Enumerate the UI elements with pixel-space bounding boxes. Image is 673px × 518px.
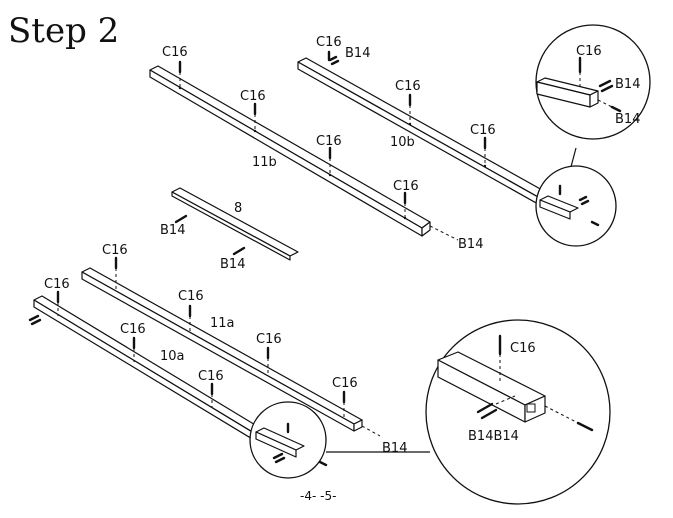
step-title: Step 2 <box>8 11 119 51</box>
screws-10b <box>327 50 487 166</box>
page-numbers: -4- -5- <box>300 489 336 503</box>
board-10a <box>28 290 301 464</box>
label-b14: B14 <box>458 237 483 252</box>
label-b14b14: B14B14 <box>468 429 519 444</box>
label-c16: C16 <box>162 45 188 60</box>
label-b14: B14 <box>160 223 185 238</box>
part-label-11b: 11b <box>252 155 277 170</box>
detail-circle-top <box>535 24 651 247</box>
label-b14: B14 <box>345 46 370 61</box>
part-label-8: 8 <box>234 201 242 216</box>
detail-circle-bottom <box>249 401 430 479</box>
screws-11b <box>178 60 407 218</box>
label-c16: C16 <box>240 89 266 104</box>
label-c16: C16 <box>102 243 128 258</box>
board-11a <box>81 256 381 437</box>
label-c16: C16 <box>178 289 204 304</box>
label-b14: B14 <box>220 257 245 272</box>
label-b14: B14 <box>615 112 640 127</box>
label-c16: C16 <box>332 376 358 391</box>
part-label-11a: 11a <box>210 316 235 331</box>
label-c16: C16 <box>576 44 602 59</box>
board-8 <box>171 187 299 261</box>
label-c16: C16 <box>316 35 342 50</box>
label-c16: C16 <box>316 134 342 149</box>
label-c16: C16 <box>393 179 419 194</box>
label-b14: B14 <box>615 77 640 92</box>
label-c16: C16 <box>470 123 496 138</box>
label-c16: C16 <box>395 79 421 94</box>
part-label-10a: 10a <box>160 349 185 364</box>
label-c16: C16 <box>198 369 224 384</box>
label-c16: C16 <box>256 332 282 347</box>
label-c16: C16 <box>510 341 536 356</box>
label-b14: B14 <box>382 441 407 456</box>
detail-circle-large <box>425 319 611 505</box>
part-label-10b: 10b <box>390 135 415 150</box>
board-11b <box>149 65 459 241</box>
label-c16: C16 <box>44 277 70 292</box>
label-c16: C16 <box>120 322 146 337</box>
